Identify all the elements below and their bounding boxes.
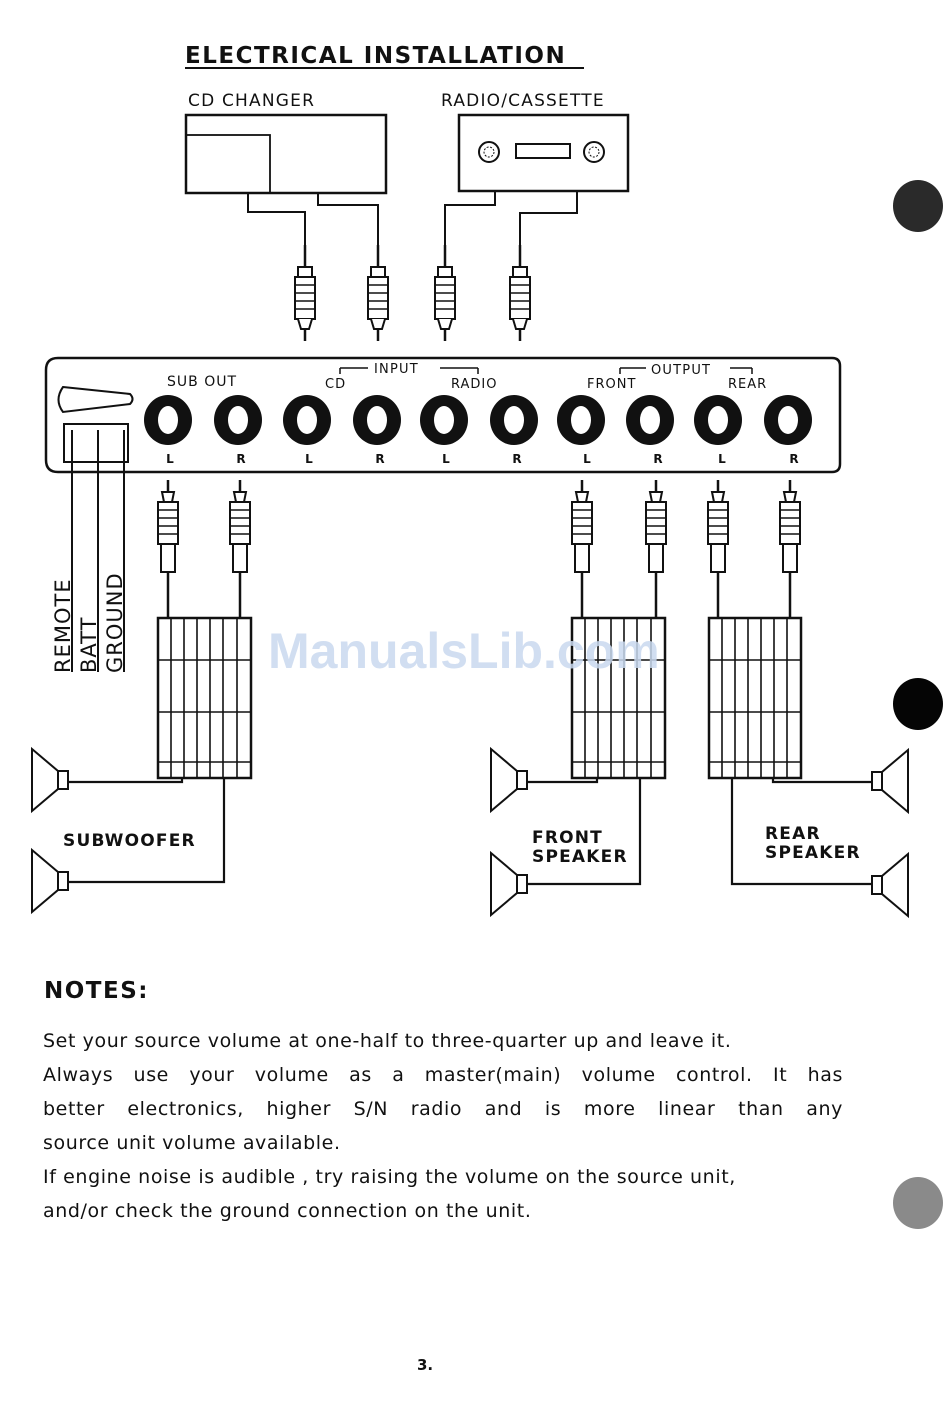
rear-output-label: REAR xyxy=(728,377,767,392)
subwoofer-label: SUBWOOFER xyxy=(63,831,196,851)
front-speaker-label-line2: SPEAKER xyxy=(532,847,628,867)
remote-wire-label: REMOTE xyxy=(51,578,75,673)
rear-output-plug-left xyxy=(706,478,730,622)
ground-wire-label: GROUND xyxy=(103,572,127,673)
front-output-plug-left xyxy=(570,478,594,622)
speaker-wires xyxy=(66,778,877,886)
notes-section: NOTES: Set your source volume at one-hal… xyxy=(43,978,843,1228)
jack-label: L xyxy=(442,452,450,466)
radio-input-plug-right xyxy=(508,243,532,343)
jack-cd-input-right xyxy=(353,395,401,445)
cd-input-plug-left xyxy=(293,243,317,343)
jack-front-output-left xyxy=(557,395,605,445)
cd-changer-unit xyxy=(184,113,388,195)
jack-label: L xyxy=(583,452,591,466)
sub-out-plug-right xyxy=(228,478,252,622)
jack-label: R xyxy=(653,452,662,466)
subwoofer-amplifier xyxy=(156,616,253,780)
jack-label: L xyxy=(718,452,726,466)
input-label: INPUT xyxy=(374,362,419,377)
power-wires xyxy=(71,430,125,672)
front-output-plug-right xyxy=(644,478,668,622)
cd-input-label: CD xyxy=(325,377,346,392)
watermark: ManualsLib.com xyxy=(268,623,660,679)
radio-input-label: RADIO xyxy=(451,377,497,392)
jack-front-output-right xyxy=(626,395,674,445)
jack-label: L xyxy=(305,452,313,466)
jack-label: R xyxy=(512,452,521,466)
source-wires xyxy=(247,191,578,245)
rear-amplifier xyxy=(707,616,803,780)
front-speaker-top xyxy=(490,748,528,812)
batt-wire-label: BATT xyxy=(77,617,101,673)
note-line: If engine noise is audible , try raising… xyxy=(43,1166,736,1188)
jack-label: R xyxy=(236,452,245,466)
output-label: OUTPUT xyxy=(651,363,711,378)
panel-logo-wedge xyxy=(57,385,134,414)
sub-out-label: SUB OUT xyxy=(167,374,237,390)
jack-label: L xyxy=(166,452,174,466)
margin-dot-bottom xyxy=(893,1177,943,1229)
note-line: Set your source volume at one-half to th… xyxy=(43,1030,732,1052)
subwoofer-speaker-bottom xyxy=(31,849,69,913)
front-speaker-label-line1: FRONT xyxy=(532,828,603,848)
jack-label: R xyxy=(789,452,798,466)
margin-dot-top xyxy=(893,180,943,232)
front-amplifier xyxy=(570,616,667,780)
notes-heading: NOTES: xyxy=(44,978,149,1004)
sub-out-plug-left xyxy=(156,478,180,622)
diagram-title: ELECTRICAL INSTALLATION xyxy=(185,43,566,69)
cd-changer-label: CD CHANGER xyxy=(188,91,315,111)
rear-speaker-label-line1: REAR xyxy=(765,824,821,844)
page-number: 3. xyxy=(417,1356,434,1374)
jack-rear-output-left xyxy=(694,395,742,445)
rear-output-plug-right xyxy=(778,478,802,622)
jack-radio-input-left xyxy=(420,395,468,445)
cd-input-plug-right xyxy=(366,243,390,343)
note-line: Always use your volume as a master(main)… xyxy=(43,1064,843,1086)
front-speaker-bottom xyxy=(490,852,528,916)
rear-speaker-top xyxy=(871,749,909,813)
radio-input-plug-left xyxy=(433,243,457,343)
jack-rear-output-right xyxy=(764,395,812,445)
radio-cassette-label: RADIO/CASSETTE xyxy=(441,91,605,111)
power-connector xyxy=(63,423,129,463)
note-line: better electronics, higher S/N radio and… xyxy=(43,1098,843,1120)
note-line: and/or check the ground connection on th… xyxy=(43,1200,532,1222)
rear-speaker-bottom xyxy=(871,853,909,917)
installation-diagram: ELECTRICAL INSTALLATION CD CHANGER RADIO… xyxy=(31,43,909,917)
jack-cd-input-left xyxy=(283,395,331,445)
jack-sub-out-left xyxy=(144,395,192,445)
rear-speaker-label-line2: SPEAKER xyxy=(765,843,861,863)
margin-dot-middle xyxy=(893,678,943,730)
jack-radio-input-right xyxy=(490,395,538,445)
jack-label: R xyxy=(375,452,384,466)
jack-sub-out-right xyxy=(214,395,262,445)
radio-cassette-unit xyxy=(457,113,630,193)
subwoofer-speaker-top xyxy=(31,748,69,812)
front-output-label: FRONT xyxy=(587,377,636,392)
note-line: source unit volume available. xyxy=(43,1132,341,1154)
